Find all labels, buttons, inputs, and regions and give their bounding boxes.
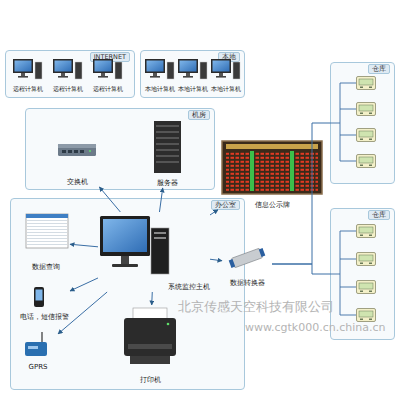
device-label: 远程计算机 (50, 84, 86, 93)
led-display-board (222, 141, 322, 194)
device-label: 服务器 (145, 179, 190, 188)
group-title: 机房 (188, 110, 210, 120)
group-title: 仓库 (368, 210, 390, 220)
device-label: 远程计算机 (10, 84, 46, 93)
group-title: 仓库 (368, 64, 390, 74)
warehouse-sensors (357, 77, 376, 322)
local-computers (145, 59, 240, 79)
device-label: 本地计算机 (143, 84, 177, 93)
device-node: 数据转换器 (222, 240, 272, 288)
watermark-text: 北京传感天空科技有限公司 (178, 300, 334, 314)
device-label: 本地计算机 (209, 84, 243, 93)
switch-symbol (58, 144, 96, 156)
group-box: 交换机 服务器 机房 (25, 108, 215, 190)
group-title: 办公室 (211, 200, 240, 210)
device-label: 数据转换器 (222, 279, 272, 288)
device-label: 打印机 (120, 376, 180, 385)
device-label: 系统监控主机 (98, 283, 210, 292)
phone-symbol (34, 287, 44, 307)
connector (272, 123, 330, 264)
device-label: GPRS (18, 363, 58, 372)
server-symbol (154, 121, 181, 173)
device-label: 远程计算机 (90, 84, 126, 93)
device-label: 电话，短信报警 (18, 313, 70, 322)
data-query-screen (26, 214, 68, 248)
device-node: 交换机 (55, 135, 100, 187)
device-label: 数据查询 (22, 263, 70, 272)
device-label: 本地计算机 (176, 84, 210, 93)
watermark-text: www.cgtk000.cn.china.cn (245, 322, 386, 334)
connector (272, 264, 330, 274)
device-label: 交换机 (55, 178, 100, 187)
